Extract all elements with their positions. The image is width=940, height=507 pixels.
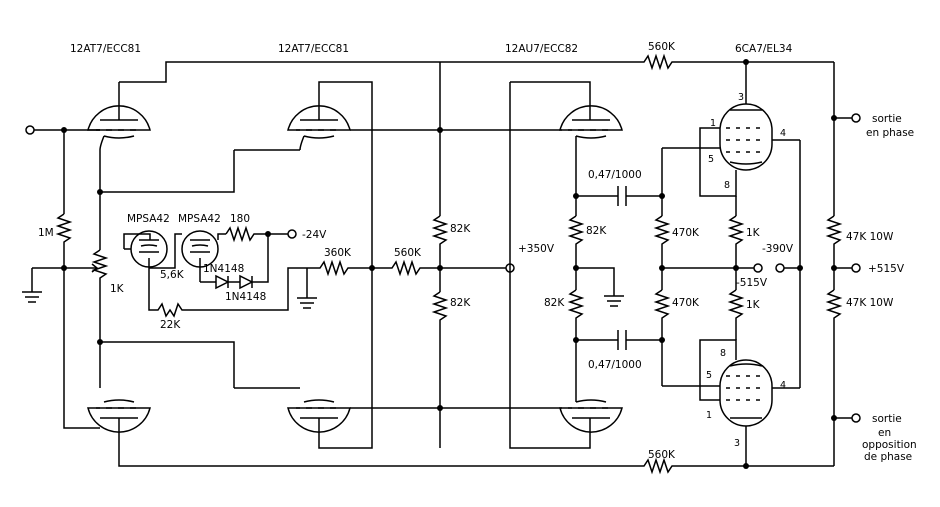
r-47k-b-label: 47K 10W [846, 297, 894, 309]
out-phase-terminal[interactable] [851, 113, 861, 123]
d2-label: 1N4148 [225, 291, 266, 303]
neg24-label: -24V [302, 229, 327, 241]
tube-v3b [559, 380, 623, 433]
resistor-22k: 22K [148, 267, 300, 331]
transistor-q2: MPSA42 [178, 213, 226, 282]
tube-v4b: 3 1 4 5 8 [699, 339, 800, 466]
bot-pin-4: 4 [780, 380, 786, 391]
out-anti-line2: en [878, 427, 891, 439]
plus515-terminal[interactable] [851, 263, 861, 273]
out-phase-line1: sortie [872, 113, 902, 125]
tube-v1b [87, 399, 151, 460]
transistor-q1: MPSA42 [123, 213, 170, 268]
r-560k-mid-label: 560K [394, 247, 422, 259]
top-pin-5: 5 [708, 154, 714, 165]
neg390-terminal[interactable] [775, 263, 785, 273]
d1-label: 1N4148 [203, 263, 244, 275]
resistor-560k-mid: 560K [372, 247, 440, 277]
tube-v3a [559, 105, 623, 160]
plus350-label: +350V [518, 243, 555, 255]
r-82k-top-label: 82K [450, 223, 471, 235]
neg390-label: -390V [762, 243, 794, 255]
r-560k-fb-bot-label: 560K [648, 449, 676, 461]
top-pin-4: 4 [780, 128, 786, 139]
r-82k-v3a-label: 82K [586, 225, 607, 237]
tube-v2b [287, 268, 373, 449]
out-anti-line4: de phase [864, 451, 912, 463]
r-470k-a-label: 470K [672, 227, 700, 239]
neg515-terminal[interactable] [753, 263, 763, 273]
r-82k-bot-label: 82K [450, 297, 471, 309]
neg515-label: -515V [736, 277, 768, 289]
out-phase-line2: en phase [866, 127, 914, 139]
q2-label: MPSA42 [178, 213, 221, 225]
r-180-label: 180 [230, 213, 250, 225]
top-pin-8: 8 [724, 180, 730, 191]
r-470k-b-label: 470K [672, 297, 700, 309]
top-pin-3: 3 [738, 92, 744, 103]
bot-pin-8: 8 [720, 348, 726, 359]
capacitor-c1: 0,47/1000 [576, 169, 662, 206]
neg24-terminal[interactable] [287, 229, 297, 239]
pot-1k-label: 1K [110, 283, 125, 295]
tube-v2a [287, 81, 373, 268]
r-5k6-label: 5,6K [160, 269, 185, 281]
resistor-360k: 360K [300, 247, 375, 277]
tube-v1a [87, 82, 151, 151]
out-anti-terminal[interactable] [851, 413, 861, 423]
tube-label-v3: 12AU7/ECC82 [505, 43, 578, 55]
tube-label-v4: 6CA7/EL34 [735, 43, 793, 55]
bot-pin-5: 5 [706, 370, 712, 381]
input-terminal[interactable] [25, 125, 35, 135]
bot-pin-1: 1 [706, 410, 712, 421]
tube-label-v1: 12AT7/ECC81 [70, 43, 141, 55]
top-pin-1: 1 [710, 118, 716, 129]
r-1k-b-label: 1K [746, 299, 761, 311]
resistor-1m-label: 1M [38, 227, 54, 239]
resistor-560k-fb-bot: 560K [118, 449, 834, 475]
out-anti-line3: opposition [862, 439, 917, 451]
plus515-label: +515V [868, 263, 905, 275]
potentiometer-1k: 1K [88, 192, 125, 342]
diodes: 1N4148 1N4148 [200, 234, 269, 303]
r-560k-fb-top-label: 560K [648, 41, 676, 53]
r-47k-a-label: 47K 10W [846, 231, 894, 243]
r-1k-a-label: 1K [746, 227, 761, 239]
bot-pin-3: 3 [734, 438, 740, 449]
resistor-560k-fb-top: 560K [440, 41, 834, 71]
r-22k-label: 22K [160, 319, 181, 331]
c2-label: 0,47/1000 [588, 359, 642, 371]
r-82k-v3b-label: 82K [544, 297, 565, 309]
r-360k-label: 360K [324, 247, 352, 259]
tube-v4a: 3 1 4 5 8 [699, 62, 800, 197]
resistor-180: 180 [225, 213, 271, 243]
input-stage: 1M [22, 125, 100, 429]
q1-label: MPSA42 [127, 213, 170, 225]
capacitor-c2: 0,47/1000 [576, 330, 662, 371]
tube-label-v2: 12AT7/ECC81 [278, 43, 349, 55]
c1-label: 0,47/1000 [588, 169, 642, 181]
out-anti-line1: sortie [872, 413, 902, 425]
